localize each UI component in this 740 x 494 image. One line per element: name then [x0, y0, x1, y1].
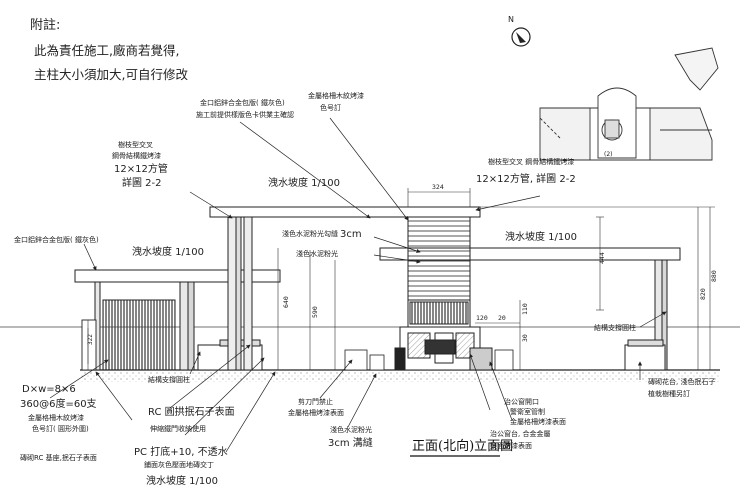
label-truss-left-2: 鋼骨結構鐵烤漆 [112, 151, 161, 160]
central-tower [407, 216, 471, 328]
annotation-labels: 金屬格柵木紋烤漆 色号訂 金口鋁鋅合金包版( 鐵灰色) 施工前提供樣版色卡供業主… [14, 91, 715, 487]
label-rc-circle-2: 伸縮鐵門收納使用 [150, 424, 206, 433]
dim-820: 820 [699, 288, 707, 300]
leader-lines [49, 117, 667, 453]
label-gray-3cm-1: 淺色水泥粉光 [330, 425, 372, 434]
left-grille-gate [102, 299, 176, 371]
label-gray-3cm-2: 3cm 溝縫 [328, 436, 373, 449]
north-label: N [508, 15, 514, 24]
label-column-support-left: 結構支撐圓柱 [148, 375, 190, 384]
notes-title: 附註: [30, 18, 61, 33]
label-gray-cement-cm: 3cm [340, 229, 362, 240]
drawing-title: 正面(北向)立面圖 [412, 438, 513, 454]
dim-110: 110 [521, 303, 529, 315]
label-slope-left: 洩水坡度 1/100 [132, 245, 204, 258]
label-pc-3: 洩水坡度 1/100 [146, 474, 218, 487]
label-grille-3: 金屬格柵木紋烤漆 [28, 413, 84, 422]
label-truss-left-4: 詳圖 2-2 [122, 176, 162, 189]
key-plan: (2) [539, 47, 719, 161]
dim-590: 590 [311, 306, 319, 318]
dim-640: 640 [282, 296, 290, 308]
dim-444: 444 [598, 252, 606, 264]
label-truss-left-3: 12×12方管 [114, 162, 168, 175]
label-metal-roof-2: 色号訂 [320, 103, 341, 112]
label-cut-1: 剪刀門禁止 [298, 397, 333, 406]
right-planter [624, 339, 666, 371]
label-metal-roof: 金屬格柵木紋烤漆 [308, 91, 364, 100]
north-arrow-icon: N [508, 15, 531, 47]
label-guard-1: 治公窗開口 [504, 397, 539, 406]
label-cap-metal-2: 施工前提供樣版色卡供業主確認 [196, 110, 294, 119]
label-planter-2: 植栽樹種另訂 [648, 389, 690, 398]
dim-322: 322 [87, 334, 94, 345]
label-column-support-right: 結構支撐圓柱 [594, 323, 636, 332]
label-rc-base: 磚砌RC 基座,抿石子表面 [20, 453, 97, 462]
dim-880: 880 [710, 270, 718, 282]
notes-line-1: 此為責任施工,廠商若覺得, [34, 43, 180, 58]
label-gray-cement-2: 淺色水泥粉光 [296, 249, 338, 258]
label-grille-1: D×w=8×6 [22, 384, 76, 395]
label-cut-2: 金屬格柵烤漆表面 [288, 408, 344, 417]
dimension-lines [87, 188, 715, 370]
label-pc-2: 鋪面灰色壓面地磚交丁 [144, 460, 214, 469]
label-rc-circle-1: RC 圓拱抿石子表面 [148, 405, 235, 418]
label-guard-4: 治公窗台, 合金金屬 [490, 429, 550, 438]
ground-strip [80, 370, 720, 382]
label-grille-2: 360@6度=60支 [20, 397, 97, 410]
label-guard-2: 警衛室管制 [510, 407, 545, 416]
label-cap-metal: 金口鋁鋅合金包版( 鐵灰色) [200, 98, 285, 107]
label-truss-left-1: 樹枝型交叉 [118, 140, 153, 149]
label-guard-3: 金屬格柵烤漆表面 [510, 417, 566, 426]
guard-booth [394, 326, 493, 371]
label-gray-cement: 淺色水泥粉光勾縫 [282, 229, 338, 238]
label-guard-5: 鏡面烤漆表面 [490, 441, 532, 450]
label-planter-1: 磚砌花台, 淺色抿石子 [648, 377, 715, 386]
dim-324: 324 [432, 183, 444, 191]
notes-line-2: 主柱大小須加大,可自行修改 [34, 67, 188, 82]
label-pc-1: PC 打底+10, 不透水 [134, 445, 228, 458]
label-truss-right-2: 12×12方管, 詳圖 2-2 [476, 172, 576, 185]
label-truss-right-1: 樹枝型交叉 鋼骨結構鐵烤漆 [488, 157, 574, 166]
dim-20: 20 [498, 314, 506, 322]
label-slope-top: 洩水坡度 1/100 [268, 176, 340, 189]
label-slope-right: 洩水坡度 1/100 [505, 230, 577, 243]
label-grille-4: 色号訂( 圓形外圍) [32, 424, 89, 433]
dim-120: 120 [476, 314, 488, 322]
label-left-cap: 金口鋁鋅合金包版( 鐵灰色) [14, 235, 99, 244]
interior-details [344, 349, 514, 371]
key-plan-label: (2) [604, 151, 613, 158]
dim-30: 30 [521, 334, 529, 342]
